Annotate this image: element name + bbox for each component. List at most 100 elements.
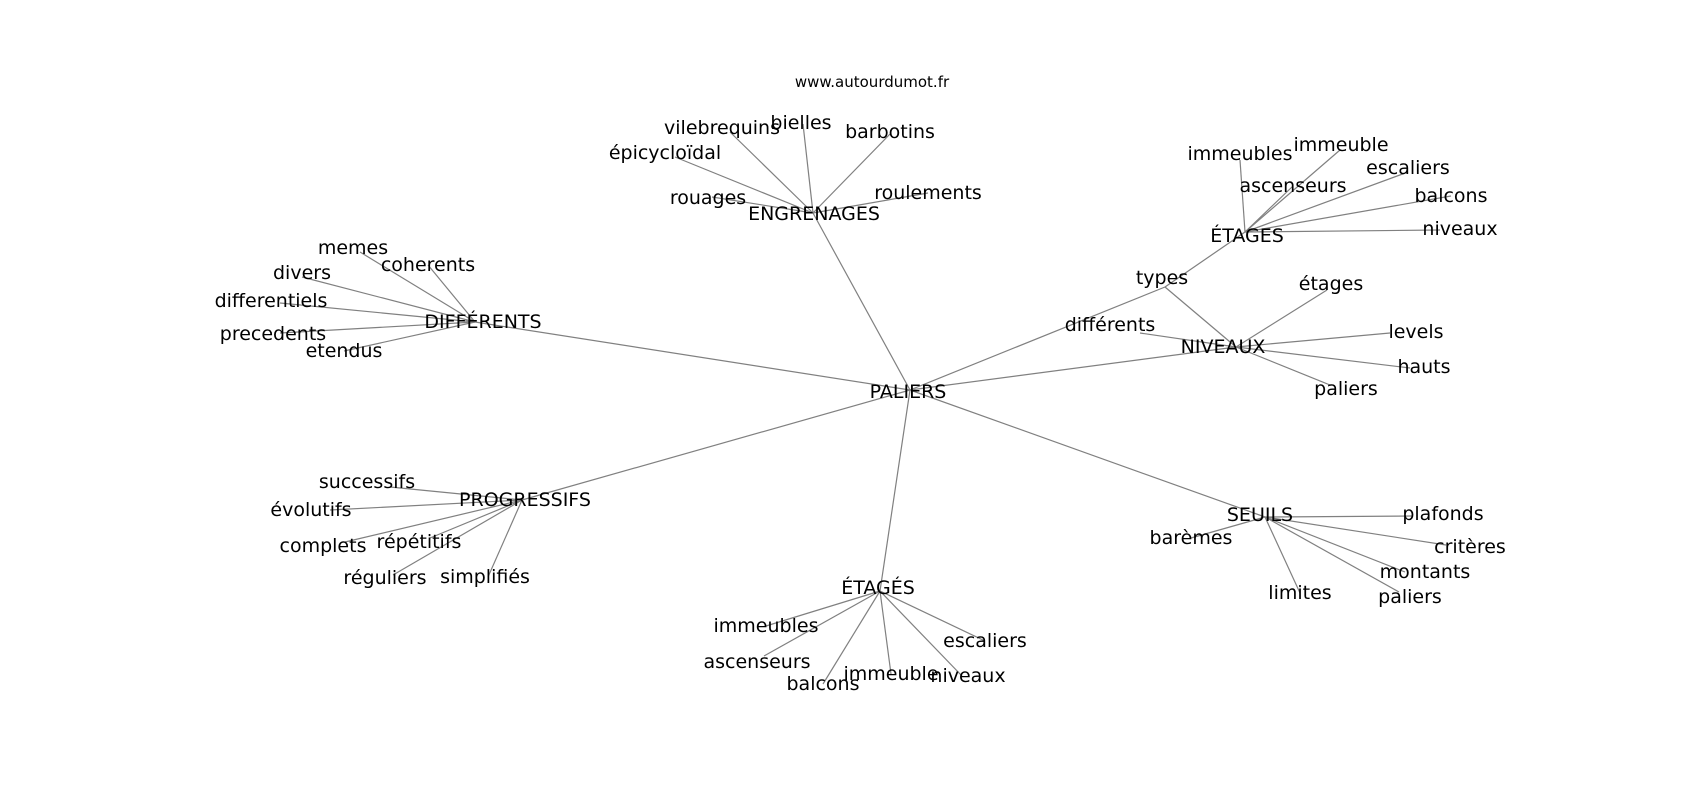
edge-etages_top-et1_immeuble: [1244, 149, 1341, 233]
edge-types-niveaux: [1164, 286, 1237, 348]
node-niv-levels: levels: [1388, 321, 1443, 343]
node-seu-plafonds: plafonds: [1402, 503, 1483, 525]
node-seu-montants: montants: [1380, 561, 1471, 583]
node-paliers: PALIERS: [870, 381, 947, 403]
edge-differents-dif_coherents: [427, 264, 476, 323]
node-dif-precedents: precedents: [220, 323, 326, 345]
node-et1-ascenseurs: ascenseurs: [1239, 175, 1346, 197]
node-et1-immeubles: immeubles: [1188, 143, 1293, 165]
edge-seuils-seu_criteres: [1264, 516, 1447, 546]
node-pro-complets: complets: [280, 535, 367, 557]
edge-niveaux-niv_paliers: [1235, 346, 1331, 386]
edge-engrenages-eng_rouages: [711, 196, 814, 214]
edge-paliers-differents: [474, 321, 911, 391]
edge-differents-dif_etendus: [343, 321, 476, 352]
node-pro-repetitifs: répétitifs: [377, 531, 462, 553]
edge-etages_top-et1_balcons: [1244, 195, 1452, 233]
node-niv-hauts: hauts: [1397, 356, 1450, 378]
node-dif-coherents: coherents: [381, 254, 475, 276]
node-dif-etendus: etendus: [306, 340, 383, 362]
node-progressifs: PROGRESSIFS: [459, 489, 591, 511]
node-et1-balcons: balcons: [1415, 185, 1488, 207]
node-dif-memes: memes: [318, 237, 388, 259]
edge-etages_top-et1_escaliers: [1244, 171, 1409, 233]
edge-differents-dif_precedents: [279, 321, 476, 334]
node-niv-paliers: paliers: [1314, 378, 1378, 400]
node-pro-simplifies: simplifiés: [440, 566, 530, 588]
edge-engrenages-eng_barbotins: [812, 133, 891, 214]
edge-niveaux-differents_lc: [1139, 332, 1237, 348]
source-caption: www.autourdumot.fr: [795, 73, 950, 91]
node-et2-immeubles: immeubles: [714, 615, 819, 637]
node-et2-escaliers: escaliers: [943, 630, 1027, 652]
node-et1-immeuble: immeuble: [1293, 134, 1388, 156]
edge-engrenages-eng_roulements: [812, 192, 929, 214]
node-eng-rouages: rouages: [670, 187, 746, 209]
edge-differents-dif_memes: [359, 251, 476, 323]
edge-paliers-seuils: [909, 389, 1266, 518]
node-differents: DIFFÉRENTS: [424, 310, 541, 333]
edge-seuils-seu_montants: [1264, 516, 1406, 573]
node-seu-baremes: barèmes: [1150, 527, 1233, 549]
edge-progressifs-pro_evolutifs: [329, 499, 523, 511]
edge-paliers-engrenages: [812, 212, 911, 391]
node-et2-immeuble: immeuble: [843, 663, 938, 685]
edge-niveaux-niv_etages: [1235, 289, 1328, 348]
edge-seuils-seu_baremes: [1190, 516, 1266, 539]
edge-engrenages-eng_bielles: [802, 123, 814, 214]
node-et2-balcons: balcons: [787, 673, 860, 695]
node-et2-niveaux: niveaux: [930, 665, 1005, 687]
edge-paliers-niveaux: [909, 346, 1237, 391]
edge-engrenages-eng_epicycloidal: [674, 156, 814, 214]
edge-etages_bottom-et2_ascenseurs: [763, 590, 881, 657]
edge-progressifs-pro_reguliers: [392, 499, 523, 576]
node-eng-barbotins: barbotins: [845, 121, 935, 143]
node-et1-niveaux: niveaux: [1422, 218, 1497, 240]
node-types: types: [1136, 267, 1188, 289]
node-seu-criteres: critères: [1434, 536, 1506, 558]
edge-progressifs-pro_complets: [344, 499, 523, 543]
node-eng-vilebrequins: vilebrequins: [664, 117, 780, 139]
node-niv-etages: étages: [1299, 273, 1363, 295]
edge-differents-dif_differentiels: [279, 302, 476, 323]
edge-progressifs-pro_simplifies: [487, 499, 523, 578]
edge-niveaux-niv_levels: [1235, 332, 1391, 348]
edge-progressifs-pro_repetitifs: [429, 499, 523, 539]
edge-differents-dif_divers: [301, 276, 476, 323]
edge-etages_bottom-et2_immeuble: [879, 590, 892, 675]
node-et1-escaliers: escaliers: [1366, 157, 1450, 179]
edge-etages_bottom-et2_immeubles: [765, 590, 881, 627]
node-pro-successifs: successifs: [319, 471, 415, 493]
node-seu-limites: limites: [1268, 582, 1331, 604]
node-seuils: SEUILS: [1227, 504, 1293, 526]
edge-paliers-progressifs: [521, 389, 911, 501]
edges: [279, 123, 1452, 685]
edge-etages_top-et1_ascenseurs: [1244, 185, 1294, 233]
edge-types-etages_top: [1164, 231, 1246, 288]
edge-paliers-types: [909, 286, 1166, 391]
node-etages-bottom: ÉTAGÉS: [841, 576, 915, 599]
node-eng-epicycloidal: épicycloïdal: [609, 142, 721, 164]
edge-etages_bottom-et2_niveaux: [879, 590, 963, 677]
node-etages-top: ÉTAGES: [1210, 224, 1284, 247]
node-dif-differentiels: differentiels: [215, 290, 328, 312]
edge-etages_bottom-et2_balcons: [822, 590, 881, 685]
node-pro-reguliers: réguliers: [343, 567, 426, 589]
edge-seuils-seu_paliers: [1264, 516, 1400, 593]
edge-engrenages-eng_vilebrequins: [729, 131, 814, 214]
edge-seuils-seu_limites: [1264, 516, 1301, 594]
edge-etages_top-et1_niveaux: [1244, 229, 1441, 233]
edge-etages_top-et1_immeubles: [1239, 159, 1246, 233]
node-seu-paliers: paliers: [1378, 586, 1442, 608]
node-differents-lc: différents: [1065, 314, 1156, 336]
node-niveaux: NIVEAUX: [1181, 336, 1266, 358]
node-dif-divers: divers: [273, 262, 331, 284]
node-eng-roulements: roulements: [874, 182, 982, 204]
edge-paliers-etages_bottom: [879, 389, 911, 592]
edge-progressifs-pro_successifs: [389, 486, 523, 501]
node-pro-evolutifs: évolutifs: [270, 499, 351, 521]
edge-seuils-seu_plafonds: [1264, 515, 1414, 518]
node-eng-bielles: bielles: [770, 112, 831, 134]
